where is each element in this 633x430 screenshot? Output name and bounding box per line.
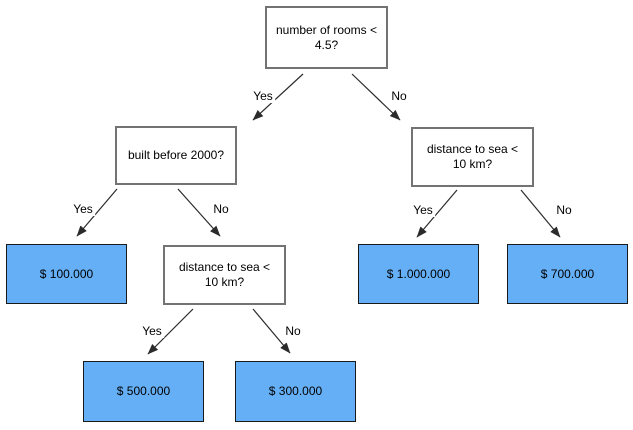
leaf-price-500k: $ 500.000 [83,361,204,422]
leaf-price-100k: $ 100.000 [6,244,127,304]
node-distance-to-sea-right-question: distance to sea < 10 km? [411,127,534,187]
node-distance-to-sea-mid-question: distance to sea < 10 km? [163,245,286,305]
edge-label-right-no: No [554,203,574,217]
edge-label-root-no: No [389,89,409,103]
edge-label-right-yes: Yes [411,203,435,217]
edge-label-mid-no: No [283,324,303,338]
edge-label-left-no: No [211,202,231,216]
edge-label-root-yes: Yes [251,89,275,103]
edge-label-left-yes: Yes [71,202,95,216]
edge-label-mid-yes: Yes [140,324,164,338]
leaf-price-300k: $ 300.000 [235,361,356,422]
node-root-question: number of rooms < 4.5? [265,6,388,69]
leaf-price-1m: $ 1.000.000 [358,244,479,304]
leaf-price-700k: $ 700.000 [507,244,628,304]
node-built-before-2000-question: built before 2000? [115,126,237,185]
